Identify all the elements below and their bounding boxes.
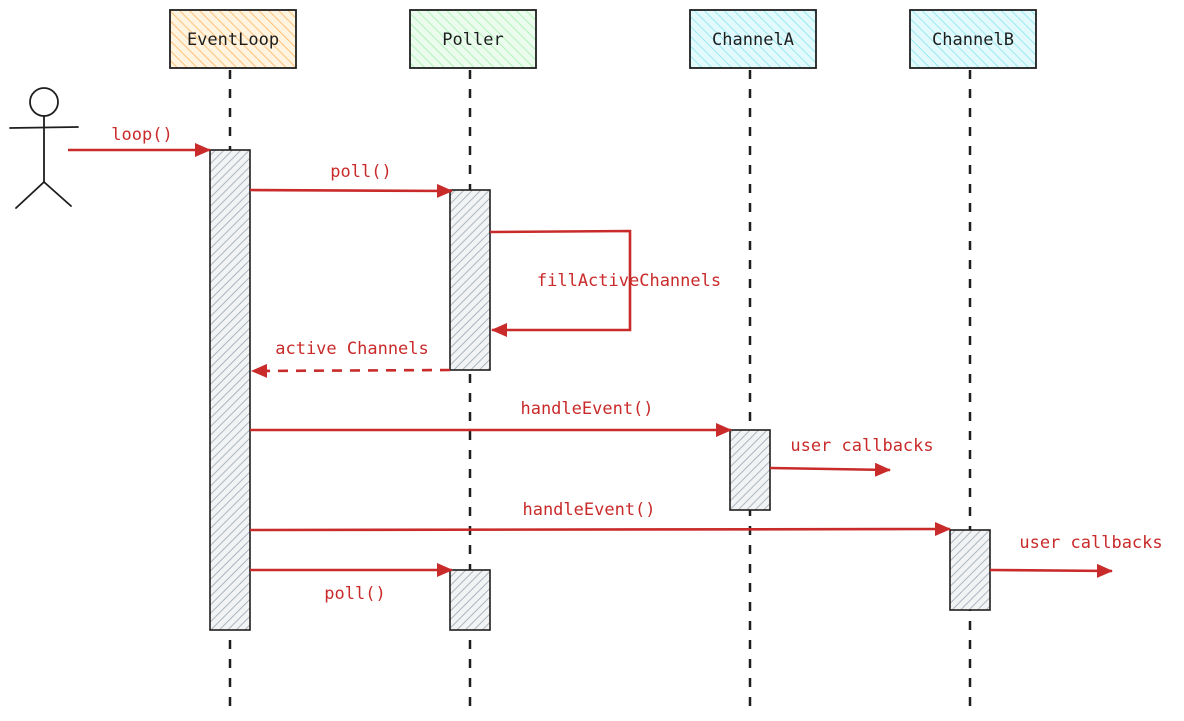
message-user-callbacks-a: user callbacks [769, 436, 934, 477]
participant-poller: Poller [409, 9, 537, 69]
stick-figure-actor-icon [9, 87, 79, 209]
message-active-channels: active Channels [251, 339, 451, 378]
participant-eventloop: EventLoop [169, 9, 297, 69]
message-fill-active-channels-label: fillActiveChannels [537, 271, 721, 291]
channelA-activation [729, 429, 771, 511]
message-poll-2: poll() [250, 563, 453, 604]
message-handle-event-b-label: handleEvent() [522, 500, 655, 520]
message-user-callbacks-b-label: user callbacks [1019, 533, 1162, 553]
participant-channelB-label: ChannelB [932, 30, 1014, 50]
participant-channelA-label: ChannelA [712, 30, 794, 50]
message-poll-1-label: poll() [330, 162, 391, 182]
message-poll-2-label: poll() [324, 584, 385, 604]
message-active-channels-label: active Channels [275, 339, 429, 359]
message-handle-event-a: handleEvent() [250, 399, 732, 437]
message-loop-label: loop() [111, 125, 172, 145]
message-loop: loop() [68, 125, 211, 157]
participant-poller-label: Poller [442, 30, 503, 50]
poller-activation-2 [449, 569, 491, 631]
message-handle-event-b: handleEvent() [249, 500, 951, 537]
message-fill-active-channels: fillActiveChannels [489, 229, 721, 337]
channelB-activation [949, 529, 991, 611]
eventloop-activation [209, 149, 251, 631]
participant-eventloop-label: EventLoop [187, 30, 279, 50]
message-poll-1: poll() [249, 162, 453, 198]
participant-channelB: ChannelB [909, 9, 1037, 69]
poller-activation-1 [449, 189, 491, 371]
participant-channelA: ChannelA [689, 9, 817, 69]
message-user-callbacks-a-label: user callbacks [790, 436, 933, 456]
message-user-callbacks-b: user callbacks [989, 533, 1163, 578]
message-handle-event-a-label: handleEvent() [520, 399, 653, 419]
